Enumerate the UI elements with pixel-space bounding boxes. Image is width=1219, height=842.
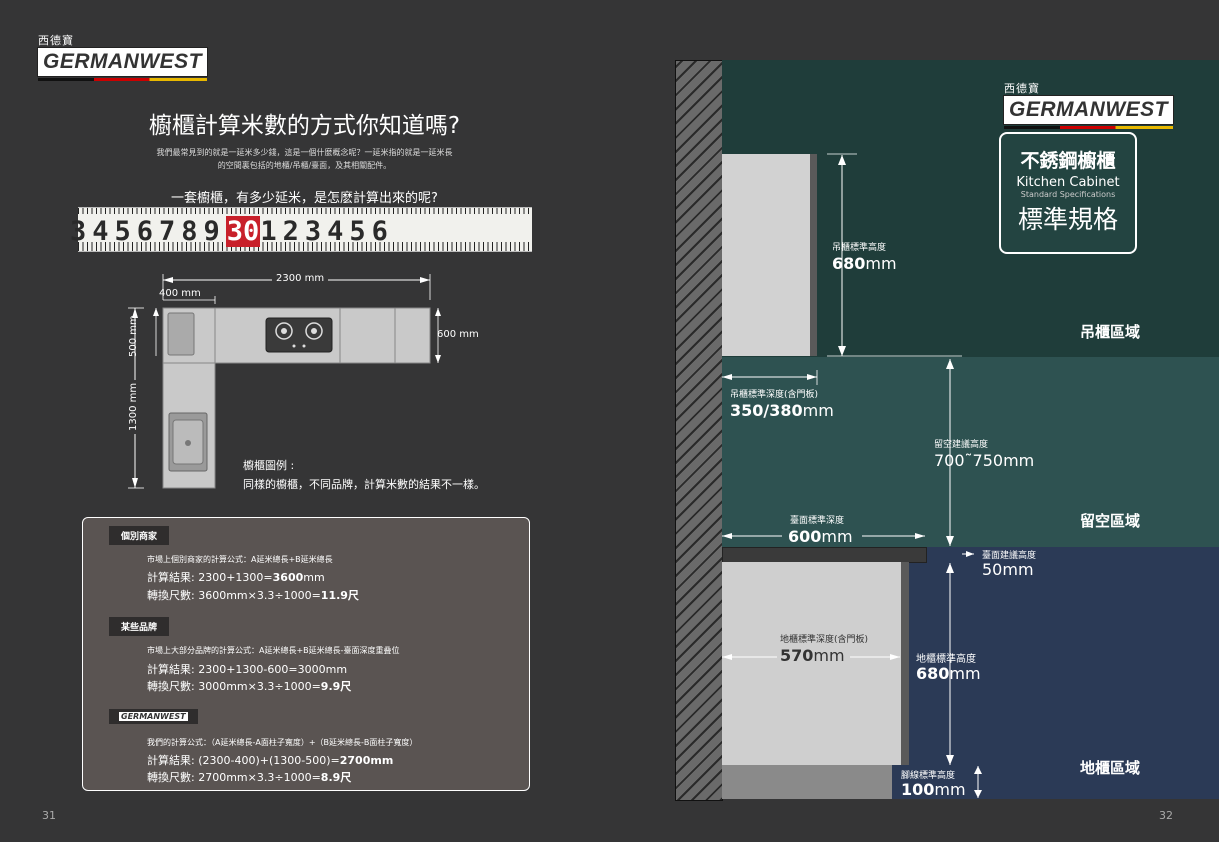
tape-ticks-top [78, 208, 532, 214]
convert-individual: 轉換尺數: 3600mm×3.3÷1000=11.9尺 [147, 589, 359, 602]
tape-red-number: 30 [225, 216, 261, 247]
cabinet-floor-plan [128, 274, 441, 489]
base-cabinet-body [722, 562, 901, 765]
badge-subtitle: Standard Specifications [1020, 190, 1116, 199]
base-height-value: 680mm [916, 664, 981, 683]
gap-height-value: 700˜750mm [934, 451, 1035, 470]
zone-base-label: 地櫃區域 [1080, 759, 1141, 777]
logo-chinese: 西德寶 [38, 34, 74, 47]
wall-height-value: 680mm [832, 254, 897, 273]
formula-individual: 市場上個別商家的計算公式：A延米總長+B延米總長 [147, 555, 333, 564]
brand-logo-right: 西德寶 GERMANWEST [1003, 80, 1174, 129]
result-individual: 計算結果: 2300+1300=3600mm [147, 571, 325, 584]
intro-line-1: 我們最常見到的就是一延米多少錢，這是一個什麼概念呢？一延米指的就是一延米長 [156, 148, 453, 157]
base-depth-label: 地櫃標準深度(含門板) [780, 635, 869, 645]
wall-cabinet-door [810, 154, 817, 356]
wall-depth-value: 350/380mm [730, 401, 834, 420]
legend-caption-body: 同樣的櫥櫃，不同品牌，計算米數的結果不一樣。 [243, 478, 485, 491]
calculation-panel: 個別商家 市場上個別商家的計算公式：A延米總長+B延米總長 計算結果: 2300… [82, 517, 530, 791]
badge-title-en: Kitchen Cabinet [1016, 175, 1120, 190]
wall-cabinet-body [722, 154, 810, 356]
dim-400: 400 mm [159, 288, 201, 299]
formula-brands: 市場上大部分品牌的計算公式：A延米總長+B延米總長-臺面深度重叠位 [147, 646, 400, 655]
counter-height-label: 臺面建議高度 [982, 551, 1037, 561]
measuring-tape-image: 345678930123456 [70, 207, 532, 252]
logo-stripe [38, 78, 207, 81]
wall-hatch [675, 60, 723, 801]
convert-germanwest: 轉換尺數: 2700mm×3.3÷1000=8.9尺 [147, 771, 352, 784]
zone-gap-label: 留空區域 [1080, 512, 1141, 530]
brand-logo: 西德寶 GERMANWEST [37, 32, 208, 81]
page-number-left: 31 [42, 809, 56, 822]
question-heading: 一套櫥櫃，有多少延米，是怎麽計算出來的呢? [171, 191, 438, 206]
base-depth-value: 570mm [780, 646, 845, 665]
page-title: 櫥櫃計算米數的方式你知道嗎? [148, 113, 461, 139]
section-tag-brands: 某些品牌 [109, 617, 170, 636]
page-number-right: 32 [1159, 809, 1173, 822]
gap-height-label: 留空建議高度 [934, 440, 989, 450]
badge-title-cn2: 標準規格 [1017, 205, 1118, 234]
section-tag-individual: 個別商家 [109, 526, 170, 545]
logo-english: GERMANWEST [37, 47, 208, 77]
dim-600: 600 mm [437, 329, 479, 340]
intro-line-2: 的空間裏包括的地櫃/吊櫃/臺面，及其相關配件。 [217, 161, 392, 170]
counter-height-value: 50mm [982, 560, 1034, 579]
dimension-lines [722, 153, 982, 798]
dim-2300: 2300 mm [272, 273, 329, 284]
logo-chinese-right: 西德寶 [1004, 82, 1040, 95]
kick-height-value: 100mm [901, 780, 966, 799]
result-germanwest: 計算結果: (2300-400)+(1300-500)=2700mm [147, 754, 394, 767]
wall-height-label: 吊櫃標準高度 [832, 243, 887, 253]
counter-depth-label: 臺面標準深度 [790, 516, 845, 526]
wall-depth-label: 吊櫃標準深度(含門板) [730, 390, 819, 400]
spec-badge: 不銹鋼櫥櫃 Kitchen Cabinet Standard Specifica… [999, 132, 1137, 254]
zone-gap-bg [722, 357, 1219, 547]
formula-germanwest: 我們的計算公式：（A延米總長-A面柱子寬度）+（B延米總長-B面柱子寬度） [147, 738, 418, 747]
dim-500: 500 mm [128, 315, 139, 357]
logo-english-right: GERMANWEST [1003, 95, 1174, 125]
kick-plate [722, 765, 892, 799]
base-height-label: 地櫃標準高度 [916, 654, 976, 665]
zone-wall-label: 吊櫃區域 [1080, 323, 1141, 341]
dim-1300: 1300 mm [128, 360, 139, 434]
result-brands: 計算結果: 2300+1300-600=3000mm [147, 663, 348, 676]
tape-numbers: 345678930123456 [70, 216, 394, 247]
convert-brands: 轉換尺數: 3000mm×3.3÷1000=9.9尺 [147, 680, 352, 693]
base-cabinet-door [901, 562, 909, 765]
tape-ticks-bottom [78, 242, 532, 251]
kick-height-label: 腳線標準高度 [901, 771, 956, 781]
counter-depth-value: 600mm [788, 527, 853, 546]
intro-text: 我們最常見到的就是一延米多少錢，這是一個什麼概念呢？一延米指的就是一延米長 的空… [0, 146, 609, 172]
badge-title-cn: 不銹鋼櫥櫃 [1020, 150, 1116, 172]
legend-caption-title: 櫥櫃圖例 : [243, 459, 295, 472]
logo-stripe-right [1004, 126, 1173, 129]
section-tag-germanwest: GERMANWEST [109, 709, 198, 724]
